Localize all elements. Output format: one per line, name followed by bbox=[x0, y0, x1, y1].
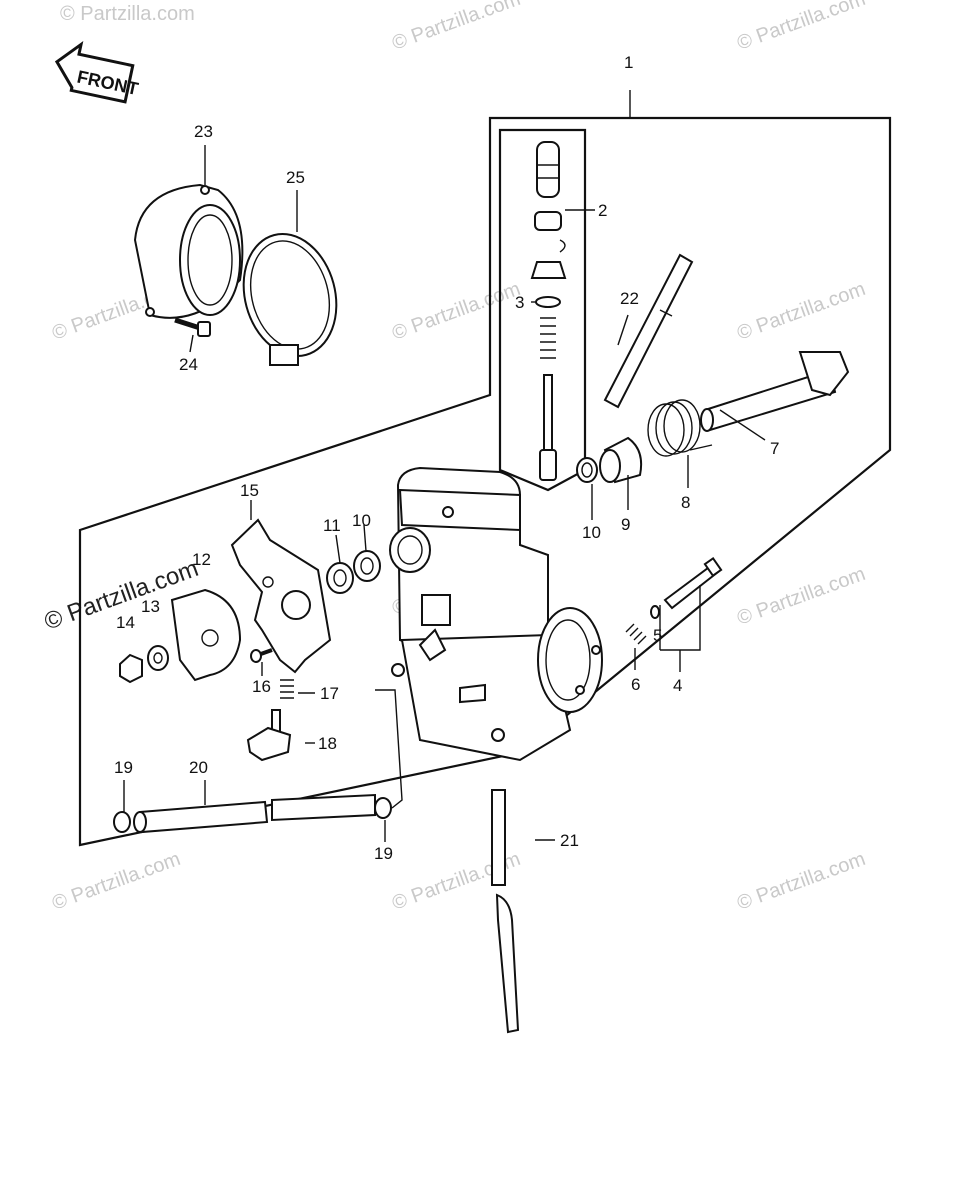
idle-spring-part bbox=[280, 679, 294, 699]
callout-10: 10 bbox=[582, 523, 601, 542]
callout-20: 20 bbox=[189, 758, 208, 777]
callout-6: 6 bbox=[631, 675, 640, 694]
callout-18: 18 bbox=[318, 734, 337, 753]
callout-12: 12 bbox=[192, 550, 211, 569]
callout-8: 8 bbox=[681, 493, 690, 512]
return-spring-part bbox=[647, 399, 713, 457]
callout-2: 2 bbox=[598, 201, 607, 220]
watermark: © Partzilla.com bbox=[734, 563, 868, 630]
callout-labels: 1 2 3 4 5 6 7 8 9 10 10 11 12 13 14 15 1… bbox=[114, 53, 779, 863]
watermark: © Partzilla.com bbox=[734, 0, 868, 55]
throttle-seal-part bbox=[576, 457, 598, 483]
callout-24: 24 bbox=[179, 355, 198, 374]
intake-adapter-part bbox=[133, 183, 244, 319]
hose-clamp-part bbox=[242, 232, 338, 366]
watermark: © Partzilla.com bbox=[389, 0, 523, 55]
throttle-cam-part bbox=[170, 588, 242, 682]
watermark: © Partzilla.com bbox=[60, 3, 195, 25]
front-arrow-badge: FRONT bbox=[54, 40, 140, 104]
callout-15: 15 bbox=[240, 481, 259, 500]
callout-1: 1 bbox=[624, 53, 633, 72]
callout-5: 5 bbox=[653, 626, 662, 645]
hose-clip-part bbox=[113, 797, 392, 833]
callout-9: 9 bbox=[621, 515, 630, 534]
carburetor-body bbox=[389, 466, 603, 762]
callout-13: 13 bbox=[141, 597, 160, 616]
callout-3: 3 bbox=[515, 293, 524, 312]
cable-bracket-part bbox=[230, 518, 332, 674]
watermark: © Partzilla.com bbox=[734, 278, 868, 345]
callout-4: 4 bbox=[673, 676, 682, 695]
front-arrow-icon bbox=[54, 40, 135, 104]
callout-17: 17 bbox=[320, 684, 339, 703]
adapter-screw-part bbox=[174, 317, 211, 337]
float-valve-parts bbox=[530, 141, 567, 481]
callout-25: 25 bbox=[286, 168, 305, 187]
washer-part bbox=[147, 645, 169, 671]
callout-23: 23 bbox=[194, 122, 213, 141]
callout-21: 21 bbox=[560, 831, 579, 850]
throttle-shaft-seal-part bbox=[326, 550, 381, 594]
pilot-spring-part bbox=[625, 623, 647, 645]
pilot-screw-part bbox=[650, 557, 723, 619]
vent-hose-part bbox=[133, 793, 376, 834]
callout-16: 16 bbox=[252, 677, 271, 696]
watermark: © Partzilla.com bbox=[49, 848, 183, 915]
nut-part bbox=[119, 653, 143, 684]
callout-19: 19 bbox=[374, 844, 393, 863]
callout-14: 14 bbox=[116, 613, 135, 632]
callout-10: 10 bbox=[352, 511, 371, 530]
leader-lines bbox=[123, 145, 766, 842]
idle-screw-part bbox=[246, 709, 292, 762]
throttle-shaft-part bbox=[700, 351, 850, 432]
watermark: © Partzilla.com bbox=[389, 278, 523, 345]
needle-valve-kit-outline bbox=[498, 128, 587, 492]
fuel-hose-part bbox=[491, 789, 520, 1034]
throttle-collar-part bbox=[599, 436, 643, 484]
callout-7: 7 bbox=[770, 439, 779, 458]
callout-11: 11 bbox=[323, 516, 341, 535]
bracket-screw-part bbox=[250, 648, 273, 663]
callout-19: 19 bbox=[114, 758, 133, 777]
throttle-rod-part bbox=[603, 253, 694, 409]
callout-22: 22 bbox=[620, 289, 639, 308]
watermark: © Partzilla.com bbox=[734, 848, 868, 915]
watermark-layer: © Partzilla.com © Partzilla.com © Partzi… bbox=[41, 0, 869, 915]
